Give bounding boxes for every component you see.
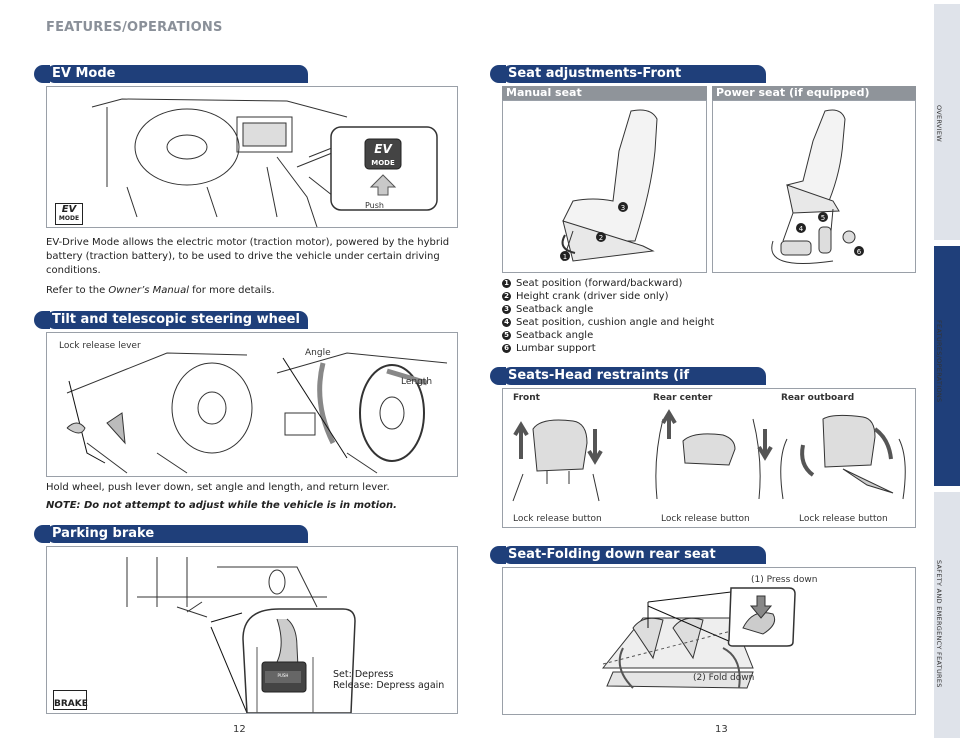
- ev-mode-title: EV Mode: [52, 66, 116, 81]
- ev-mode-icon: EV MODE: [55, 203, 83, 225]
- power-seat-tab: Power seat (if equipped): [712, 86, 916, 100]
- brake-warning-icon: BRAKE: [53, 690, 88, 710]
- head-restraints-drawing: [512, 409, 906, 502]
- manual-seat-illustration: 1 2 3: [502, 100, 707, 273]
- lock-release-button-outboard: Lock release button: [799, 514, 888, 524]
- item-text: Height crank (driver side only): [516, 291, 669, 302]
- left-page-number: 12: [233, 724, 246, 735]
- ev-dashboard-drawing: EV MODE: [91, 98, 438, 227]
- brake-icon-text: BRAKE: [54, 699, 88, 709]
- head-restraints-illustration: Front Rear center Rear outboard Lock rel…: [502, 388, 916, 528]
- parking-banner: Parking brake: [34, 525, 308, 543]
- right-page-number: 13: [715, 724, 728, 735]
- seat-front-title: Seat adjustments-Front: [508, 66, 682, 81]
- svg-text:PUSH: PUSH: [278, 673, 289, 678]
- ref-prefix: Refer to the: [46, 285, 109, 296]
- ev-mode-illustration: EV MODE Push EV MODE: [46, 86, 458, 228]
- svg-text:EV: EV: [374, 142, 393, 156]
- steering-drawing: [66, 352, 448, 474]
- svg-text:3: 3: [621, 204, 625, 212]
- sidebar-label-overview: OVERVIEW: [935, 105, 943, 143]
- ev-mode-reference: Refer to the Owner’s Manual for more det…: [46, 284, 458, 298]
- mode-icon-text: MODE: [58, 215, 80, 222]
- section-sidebar: [930, 0, 960, 742]
- item-text: Seat position, cushion angle and height: [516, 317, 715, 328]
- svg-text:1: 1: [563, 253, 567, 261]
- svg-text:6: 6: [857, 248, 862, 256]
- page-header-title: FEATURES/OPERATIONS: [46, 20, 223, 35]
- list-item: 4 Seat position, cushion angle and height: [502, 316, 912, 329]
- sidebar-tab-safety[interactable]: [934, 492, 960, 738]
- parking-set-text: Set: Depress: [333, 669, 394, 680]
- parking-release-text: Release: Depress again: [333, 680, 445, 691]
- fold-down-label: (2) Fold down: [693, 673, 755, 683]
- seat-front-banner: Seat adjustments-Front: [490, 65, 766, 83]
- ev-icon-text: EV: [61, 204, 77, 215]
- ev-button-callout: EV MODE: [308, 126, 438, 211]
- list-item: 2 Height crank (driver side only): [502, 290, 912, 303]
- item-text: Seatback angle: [516, 330, 594, 341]
- sidebar-label-features: FEATURES/OPERATIONS: [935, 320, 943, 403]
- tilt-illustration: Lock release lever Angle Length: [46, 332, 458, 477]
- rear-center-label: Rear center: [653, 393, 713, 403]
- item-text: Seat position (forward/backward): [516, 278, 683, 289]
- rear-outboard-label: Rear outboard: [781, 393, 855, 403]
- sidebar-tab-features[interactable]: [934, 246, 960, 486]
- svg-text:4: 4: [799, 225, 804, 233]
- list-item: 5 Seatback angle: [502, 329, 912, 342]
- item-number-badge: 2: [502, 292, 511, 301]
- list-item: 3 Seatback angle: [502, 303, 912, 316]
- press-down-label: (1) Press down: [751, 575, 818, 585]
- tilt-banner: Tilt and telescopic steering wheel: [34, 311, 308, 329]
- manual-seat-tab: Manual seat: [502, 86, 707, 100]
- lock-release-lever-label: Lock release lever: [59, 341, 141, 351]
- lock-release-button-center: Lock release button: [661, 514, 750, 524]
- seat-adjustment-list: 1 Seat position (forward/backward) 2 Heigh…: [502, 277, 912, 355]
- lock-release-button-front: Lock release button: [513, 514, 602, 524]
- parking-illustration: PUSH Set: Depress Release: Depress again…: [46, 546, 458, 714]
- angle-label: Angle: [305, 348, 331, 358]
- sidebar-label-safety: SAFETY AND EMERGENCY FEATURES: [935, 560, 943, 688]
- sidebar-tab-overview[interactable]: [934, 4, 960, 240]
- list-item: 6 Lumbar support: [502, 342, 912, 355]
- item-number-badge: 3: [502, 305, 511, 314]
- fold-seat-illustration: (1) Press down (2) Fold down: [502, 567, 916, 715]
- item-number-badge: 5: [502, 331, 511, 340]
- fold-seat-title: Seat-Folding down rear seat: [508, 547, 716, 562]
- tilt-description: Hold wheel, push lever down, set angle a…: [46, 482, 390, 493]
- head-restraints-banner: Seats-Head restraints (if equipped): [490, 367, 766, 401]
- tilt-title: Tilt and telescopic steering wheel: [52, 312, 300, 327]
- item-number-badge: 1: [502, 279, 511, 288]
- ev-mode-description: EV-Drive Mode allows the electric motor …: [46, 237, 450, 276]
- item-text: Seatback angle: [516, 304, 594, 315]
- fold-seat-banner: Seat-Folding down rear seat: [490, 546, 766, 564]
- manual-seat-drawing: 1 2 3: [560, 109, 658, 262]
- parking-brake-drawing: PUSH: [126, 557, 356, 713]
- svg-text:2: 2: [599, 234, 603, 242]
- power-seat-drawing: 4 5 6: [771, 109, 864, 264]
- length-label: Length: [401, 377, 433, 387]
- list-item: 1 Seat position (forward/backward): [502, 277, 912, 290]
- ref-owners-manual: Owner’s Manual: [108, 285, 189, 296]
- item-number-badge: 4: [502, 318, 511, 327]
- fold-seat-drawing: [601, 587, 796, 689]
- parking-title: Parking brake: [52, 526, 155, 541]
- ref-suffix: for more details.: [188, 285, 275, 296]
- ev-mode-banner: EV Mode: [34, 65, 308, 83]
- item-text: Lumbar support: [516, 343, 596, 354]
- svg-text:MODE: MODE: [371, 159, 395, 167]
- front-label: Front: [513, 393, 540, 403]
- power-seat-illustration: 4 5 6: [712, 100, 916, 273]
- push-label: Push: [365, 201, 384, 210]
- item-number-badge: 6: [502, 344, 511, 353]
- tilt-note: NOTE: Do not attempt to adjust while the…: [46, 500, 397, 511]
- svg-text:5: 5: [821, 214, 825, 222]
